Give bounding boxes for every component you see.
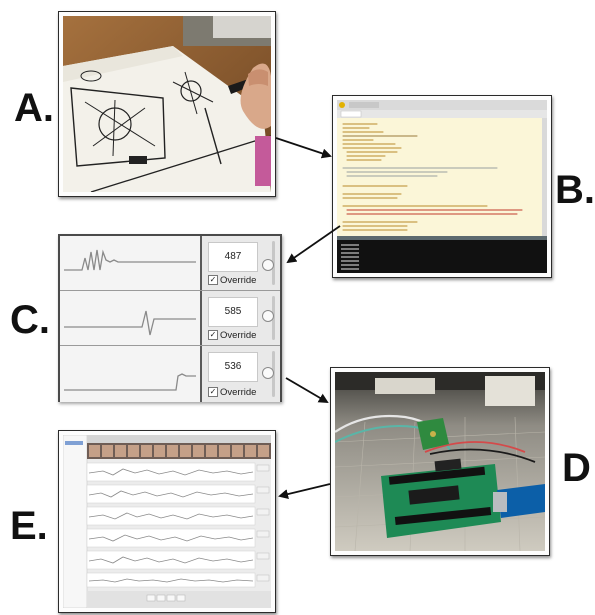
sensor-plot-3-trace (64, 373, 196, 391)
sensor-row-1: 487 ✓Override (60, 236, 280, 291)
sensor-plot-1-trace (64, 249, 196, 271)
sensor-plot-3 (60, 346, 202, 402)
sensor-plot-2-trace (64, 310, 196, 336)
override-checkbox-1[interactable]: ✓Override (208, 275, 256, 286)
sensor-control-3: 536 ✓Override (202, 346, 280, 402)
code-editor-screenshot (337, 100, 547, 273)
sensor-control-2: 585 ✓Override (202, 291, 280, 345)
panel-b-code-editor (332, 95, 552, 278)
sensor-control-1: 487 ✓Override (202, 236, 280, 290)
sensor-plot-1 (60, 236, 202, 290)
checkbox-checked-icon: ✓ (208, 387, 218, 398)
override-checkbox-3[interactable]: ✓Override (208, 387, 256, 398)
sensor-slider-3[interactable] (262, 351, 275, 397)
panel-c-sensor-widget: 487 ✓Override 585 ✓Override (58, 234, 282, 402)
label-b: B. (555, 168, 595, 212)
arduino-photo-drawing (335, 372, 545, 551)
override-checkbox-2[interactable]: ✓Override (208, 330, 256, 341)
arrow-a-to-b (275, 137, 332, 159)
label-a: A. (14, 86, 54, 130)
arrow-c-to-d (285, 377, 329, 404)
panel-e-timeline-app (58, 430, 276, 613)
label-e: E. (10, 504, 48, 548)
sensor-row-2: 585 ✓Override (60, 291, 280, 346)
timeline-app-screenshot (63, 435, 271, 608)
sensor-slider-2[interactable] (262, 296, 275, 340)
label-c: C. (10, 298, 50, 342)
sensor-plot-2 (60, 291, 202, 345)
slider-knob-3[interactable] (262, 367, 274, 379)
sketch-photo (63, 16, 271, 192)
sensor-value-2[interactable]: 585 (208, 297, 258, 327)
label-d: D (562, 446, 591, 490)
override-label-3: Override (220, 387, 257, 398)
sensor-slider-1[interactable] (262, 241, 275, 285)
timeline-app-drawing (63, 435, 271, 608)
sensor-value-1[interactable]: 487 (208, 242, 258, 272)
arrow-d-to-e (278, 483, 331, 499)
arduino-photo (335, 372, 545, 551)
slider-knob-2[interactable] (262, 310, 274, 322)
sensor-value-3[interactable]: 536 (208, 352, 258, 382)
override-label-2: Override (220, 330, 257, 341)
code-editor-drawing (337, 100, 547, 273)
panel-a-sketch-photo (58, 11, 276, 197)
sensor-row-3: 536 ✓Override (60, 346, 280, 402)
slider-knob-1[interactable] (262, 259, 274, 271)
sketch-photo-drawing (63, 16, 271, 192)
panel-d-arduino-photo (330, 367, 550, 556)
checkbox-checked-icon: ✓ (208, 275, 218, 286)
checkbox-checked-icon: ✓ (208, 330, 218, 341)
override-label-1: Override (220, 275, 257, 286)
